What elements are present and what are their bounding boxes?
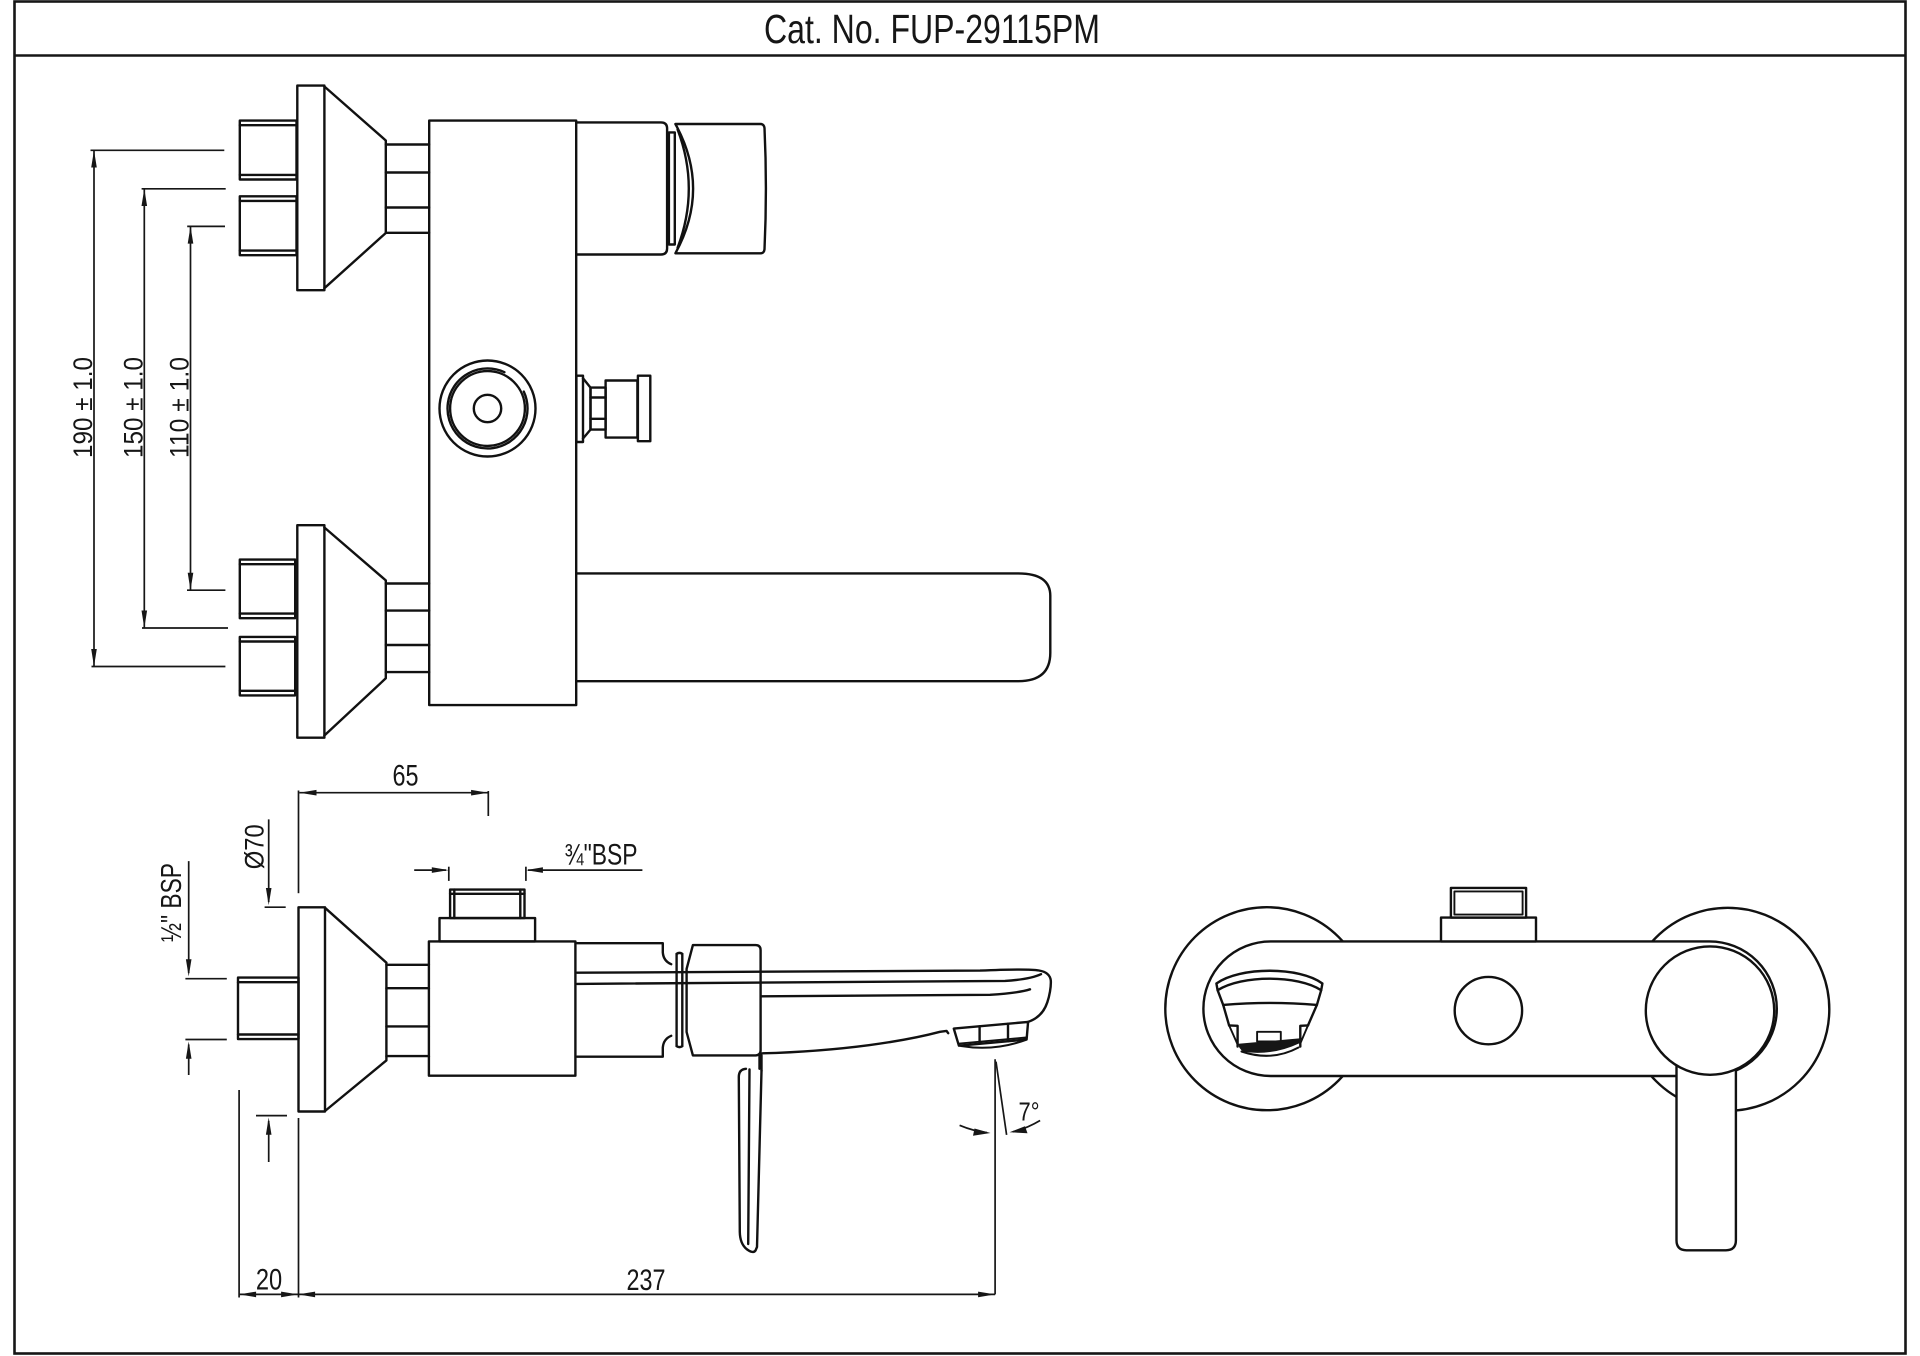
svg-text:7°: 7°	[1019, 1097, 1040, 1127]
svg-text:½" BSP: ½" BSP	[156, 863, 188, 942]
svg-text:Ø70: Ø70	[240, 824, 270, 869]
svg-text:150 ± 1.0: 150 ± 1.0	[118, 357, 148, 458]
svg-text:237: 237	[627, 1264, 666, 1297]
svg-text:110 ± 1.0: 110 ± 1.0	[165, 357, 195, 458]
svg-text:Cat. No. FUP-29115PM: Cat. No. FUP-29115PM	[764, 6, 1100, 52]
svg-text:¾"BSP: ¾"BSP	[565, 839, 638, 872]
svg-text:20: 20	[256, 1263, 282, 1296]
svg-text:65: 65	[393, 760, 419, 793]
svg-text:190 ± 1.0: 190 ± 1.0	[68, 357, 98, 458]
